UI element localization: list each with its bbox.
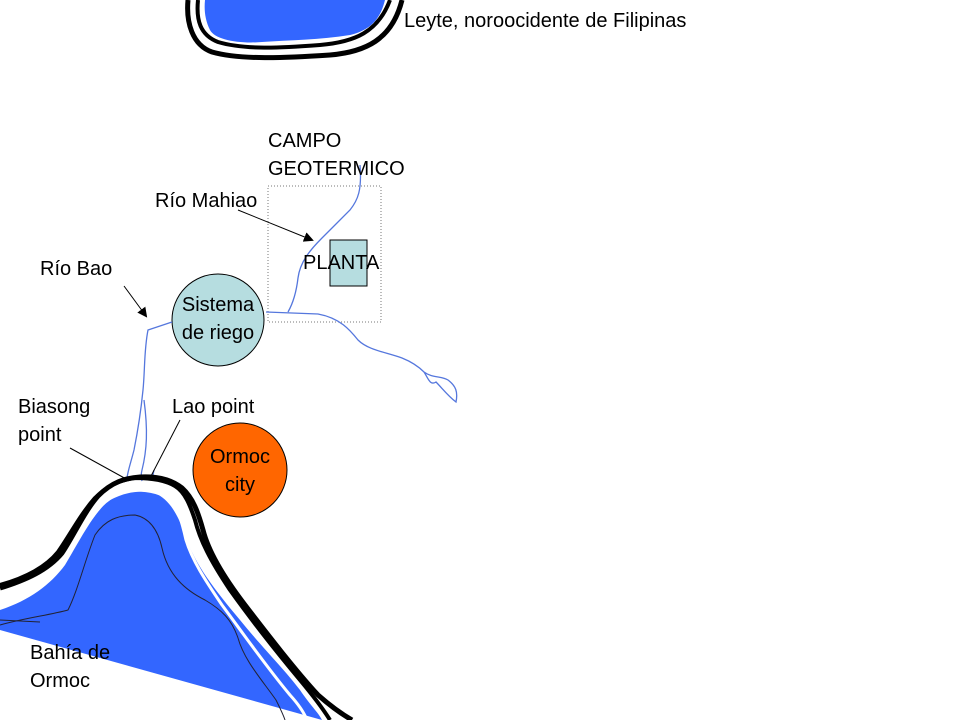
biasong-point-leader (69, 447, 129, 481)
river-east-branch (265, 311, 458, 404)
bahia-line2: Ormoc (30, 670, 90, 692)
bahia-line1: Bahía de (30, 642, 111, 664)
rio-bao-line (126, 321, 173, 479)
river-south-branch (140, 399, 148, 482)
campo-geotermico-boundary (267, 185, 382, 323)
planta-label: PLANTA (303, 252, 380, 274)
map-title: Leyte, noroocidente de Filipinas (404, 10, 687, 32)
rio-bao-label: Río Bao (40, 258, 113, 280)
sistema-riego-line1: Sistema (181, 294, 255, 316)
southern-coastline-far (0, 474, 354, 720)
biasong-point-label: Biasong point (18, 394, 90, 448)
rio-mahiao-arrow (237, 209, 314, 242)
campo-geotermico-line1: CAMPO (268, 130, 342, 152)
biasong-line2: point (18, 424, 62, 446)
bay-inner-channel (0, 514, 286, 720)
sistema-riego-line2: de riego (181, 322, 255, 344)
rio-mahiao-line (287, 164, 362, 313)
sistema-riego-label: Sistema de riego (168, 292, 268, 346)
bay-left-line (0, 619, 41, 623)
northern-coastline-outer (185, 0, 405, 61)
northern-coastline-inner (195, 0, 392, 50)
ormoc-city-line1: Ormoc (210, 446, 270, 468)
lao-point-leader (149, 419, 181, 479)
rio-mahiao-label: Río Mahiao (155, 190, 258, 212)
northern-water-body (204, 0, 385, 43)
ormoc-city-line2: city (225, 474, 255, 496)
bahia-ormoc-water (0, 491, 322, 720)
bahia-ormoc-label: Bahía de Ormoc (30, 640, 110, 694)
lao-point-label: Lao point (172, 396, 255, 418)
rio-bao-arrow (123, 285, 148, 318)
sistema-riego-circle (171, 273, 265, 367)
ormoc-city-label: Ormoc city (192, 444, 288, 498)
southern-coastline-outer (0, 488, 309, 720)
campo-geotermico-label: CAMPO GEOTERMICO (268, 128, 405, 182)
planta-box (329, 239, 368, 287)
ormoc-city-circle (192, 422, 288, 518)
campo-geotermico-line2: GEOTERMICO (268, 158, 405, 180)
biasong-line1: Biasong (18, 396, 91, 418)
